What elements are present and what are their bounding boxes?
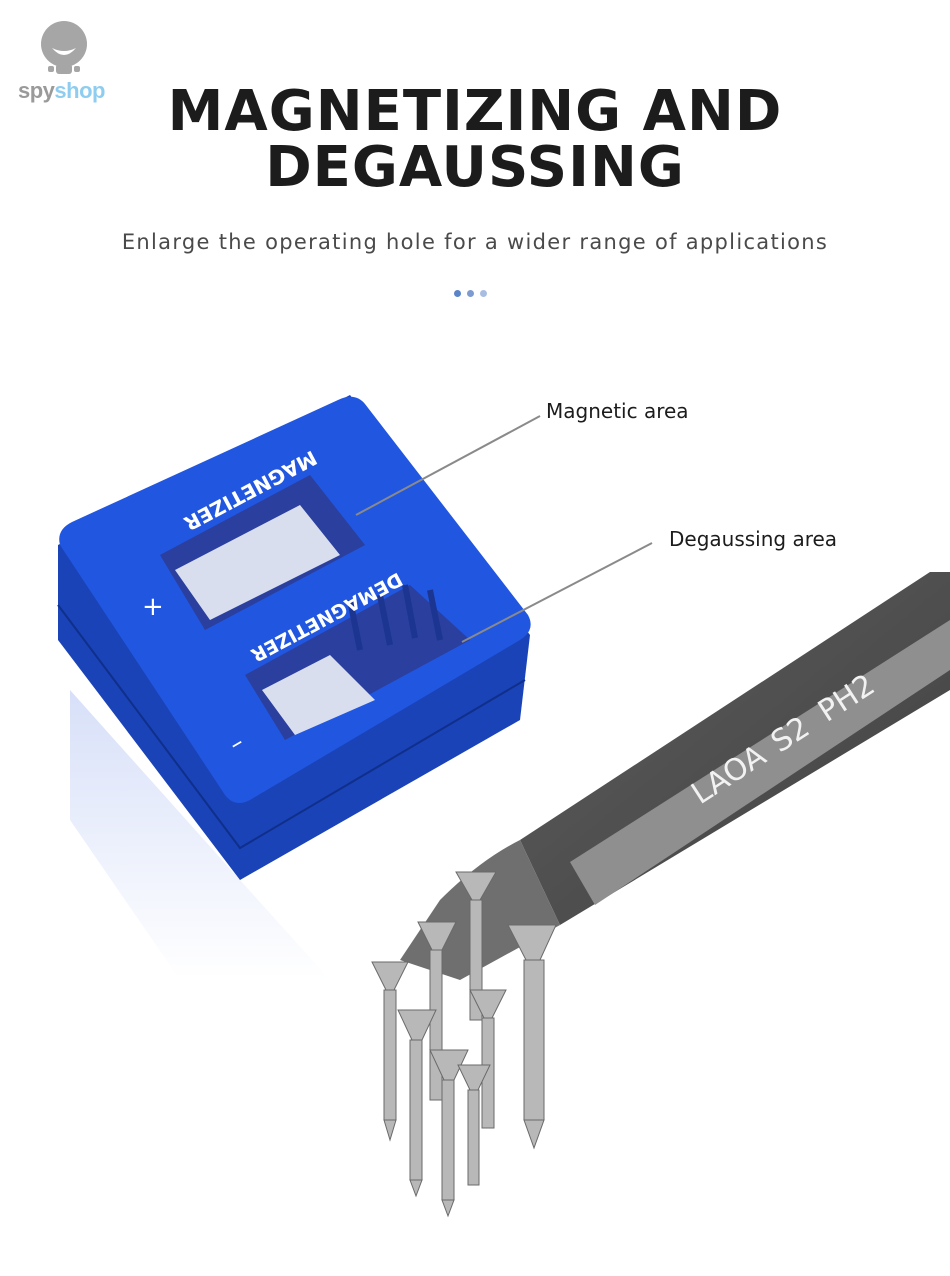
dot-2 — [467, 290, 474, 297]
logo-text: spyshop — [18, 78, 105, 104]
mascot-icon — [41, 21, 87, 74]
callout-degaussing-area: Degaussing area — [669, 527, 838, 551]
page-title: MAGNETIZING AND DEGAUSSING — [0, 84, 950, 196]
spyshop-logo — [14, 12, 124, 108]
callout-line-magnetic — [355, 415, 541, 516]
logo-spy: spy — [18, 78, 55, 103]
screws-cluster — [371, 871, 557, 1218]
callout-magnetic-area: Magnetic area — [546, 399, 689, 423]
magnetizer-block: MAGNETIZER DEMAGNETIZER + – — [57, 395, 531, 880]
title-line-1: MAGNETIZING AND — [167, 79, 783, 144]
logo-shop: shop — [54, 78, 105, 103]
title-line-2: DEGAUSSING — [265, 135, 685, 200]
pagination-dots — [454, 290, 487, 297]
dot-3 — [480, 290, 487, 297]
dot-1 — [454, 290, 461, 297]
svg-text:+: + — [142, 592, 164, 622]
subtitle: Enlarge the operating hole for a wider r… — [121, 230, 829, 254]
callout-line-degaussing — [461, 542, 653, 643]
